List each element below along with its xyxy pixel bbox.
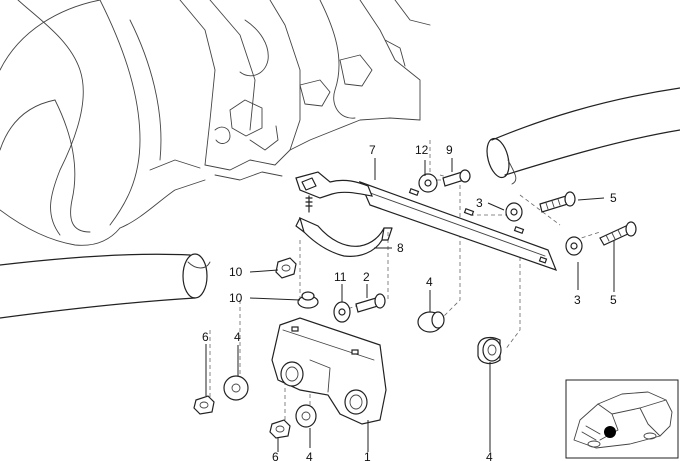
assembly-dashed-lines [209,140,601,430]
bolt-5-upper [539,191,576,213]
callout-12: 12 [415,143,429,157]
washer-11 [333,301,351,323]
mount-bracket-1 [271,317,387,425]
nut-10-upper [275,257,297,279]
bolt-2 [355,293,386,313]
callout-6-bottom: 6 [272,450,279,461]
rubber-mount-4-upper [417,311,445,333]
vehicle-locator-inset [565,379,679,459]
nut-6-bottom [269,419,291,439]
rubber-mount-4-right [477,336,502,365]
callout-8: 8 [397,241,404,255]
callout-11: 11 [334,270,347,284]
callout-4-bottom: 4 [306,450,313,461]
callout-10-upper: 10 [229,265,243,279]
callout-5-lower: 5 [610,293,617,307]
callout-4-upper: 4 [426,275,433,289]
callout-3-lower: 3 [574,293,581,307]
exhaust-pipe-left [0,253,211,319]
transmission-housing [0,0,431,246]
car-outline [573,391,673,449]
rubber-mount-4-left [223,375,249,401]
callout-1: 1 [364,450,371,461]
washer-3-lower [565,236,583,256]
pipe-clamp-8 [295,171,393,257]
exhaust-pipe-right [486,87,680,185]
callout-10-lower: 10 [229,291,243,305]
washer-3-upper [505,202,523,222]
callout-6-left: 6 [202,330,209,344]
washer-12 [418,173,438,193]
collar-10-lower [297,291,319,309]
callout-4-left: 4 [234,330,241,344]
bolt-5-lower [599,221,637,246]
nut-6-left [193,395,215,415]
callout-4-right: 4 [486,450,493,461]
callout-labels: 7 12 9 3 5 8 10 10 11 2 4 3 5 6 4 6 4 1 … [202,143,617,461]
location-marker-dot [604,426,616,438]
callout-7: 7 [369,143,376,157]
callout-leader-lines [205,158,615,452]
callout-5-upper: 5 [610,191,617,205]
callout-3-upper: 3 [476,196,483,210]
bracket-7 [358,180,558,272]
bolt-9 [442,169,471,187]
rubber-mount-4-bottom [295,404,317,428]
callout-9: 9 [446,143,453,157]
callout-2: 2 [363,270,370,284]
